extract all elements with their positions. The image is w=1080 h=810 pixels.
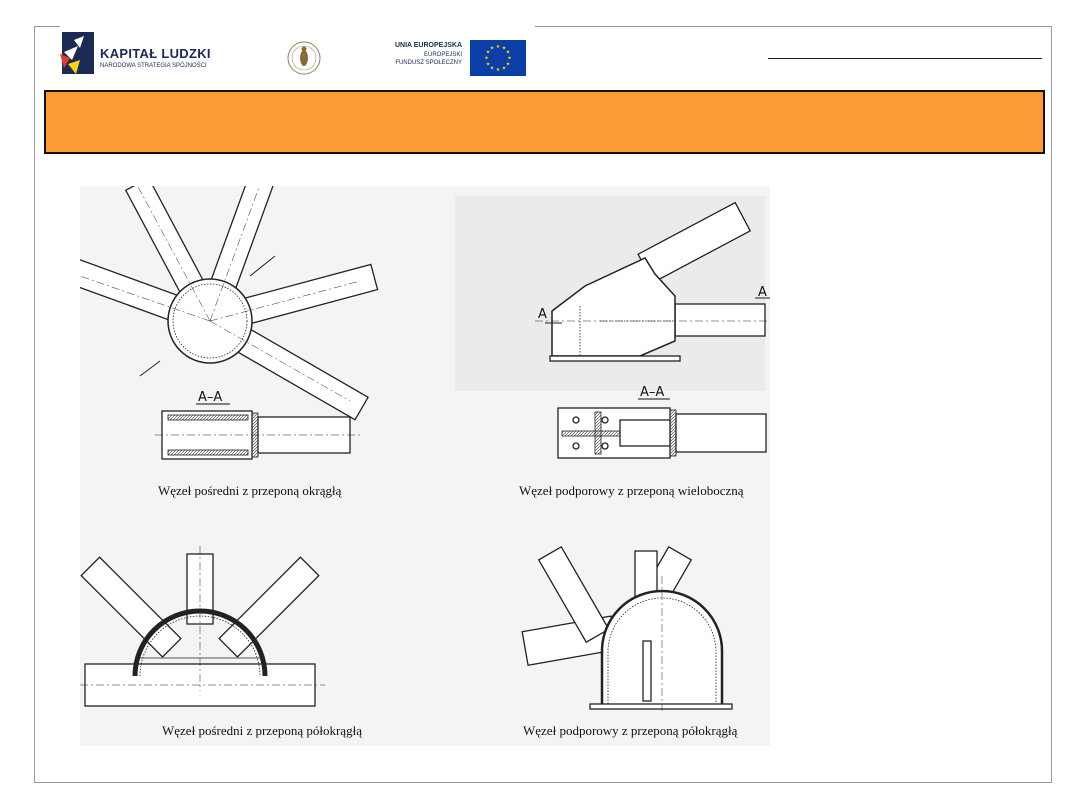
- joint-circular-diaphragm: [80, 186, 379, 421]
- svg-text:★: ★: [507, 56, 512, 62]
- marker-a-right: A: [758, 285, 767, 300]
- eu-flag-icon: ★★★ ★★★ ★★★ ★★★: [470, 40, 526, 76]
- caption-top-right: Węzeł podporowy z przeponą wieloboczną: [519, 483, 744, 498]
- svg-text:★: ★: [484, 56, 489, 62]
- kapital-ludzki-title: KAPITAŁ LUDZKI: [100, 46, 211, 61]
- kapital-ludzki-logo: KAPITAŁ LUDZKI NARODOWA STRATEGIA SPÓJNO…: [58, 30, 238, 80]
- joint-polygonal-diaphragm: [535, 201, 770, 362]
- svg-text:★: ★: [490, 66, 495, 72]
- caption-top-left: Węzeł pośredni z przeponą okrągłą: [158, 483, 342, 498]
- section-label-left: A–A: [198, 390, 222, 405]
- svg-text:★: ★: [496, 44, 501, 50]
- caption-bottom-right: Węzeł podporowy z przeponą półokrągłą: [523, 723, 738, 738]
- eu-line-europejski: EUROPEJSKI: [423, 52, 462, 58]
- kapital-ludzki-emblem-icon: [60, 32, 94, 74]
- joint-support-semicircular: [521, 546, 733, 711]
- svg-text:★: ★: [486, 50, 491, 56]
- eu-line-fundusz: FUNDUSZ SPOŁECZNY: [395, 60, 462, 66]
- marker-a-left: A: [538, 307, 547, 322]
- svg-text:★: ★: [490, 46, 495, 52]
- caption-bottom-left: Węzeł pośredni z przeponą półokrągłą: [162, 723, 362, 738]
- truss-joint-drawings: A–A A–A A A: [80, 186, 770, 746]
- section-aa-right: [557, 407, 767, 459]
- svg-text:★: ★: [502, 46, 507, 52]
- header-rule: [768, 58, 1042, 59]
- joint-semicircular-diaphragm: [80, 546, 325, 707]
- eu-title: UNIA EUROPEJSKA: [394, 42, 462, 49]
- eu-logo: UNIA EUROPEJSKA EUROPEJSKI FUNDUSZ SPOŁE…: [370, 40, 530, 78]
- section-aa-left: [155, 410, 360, 460]
- svg-text:★: ★: [486, 62, 491, 68]
- svg-text:★: ★: [496, 67, 501, 73]
- svg-text:★: ★: [506, 62, 511, 68]
- title-banner: [44, 90, 1045, 154]
- svg-text:★: ★: [506, 50, 511, 56]
- slide-frame: [34, 26, 1052, 783]
- university-seal-icon: [287, 41, 321, 75]
- frame-gap: [60, 20, 535, 32]
- section-label-right: A–A: [640, 385, 664, 400]
- svg-text:★: ★: [502, 66, 507, 72]
- kapital-ludzki-subtitle: NARODOWA STRATEGIA SPÓJNOŚCI: [100, 63, 207, 69]
